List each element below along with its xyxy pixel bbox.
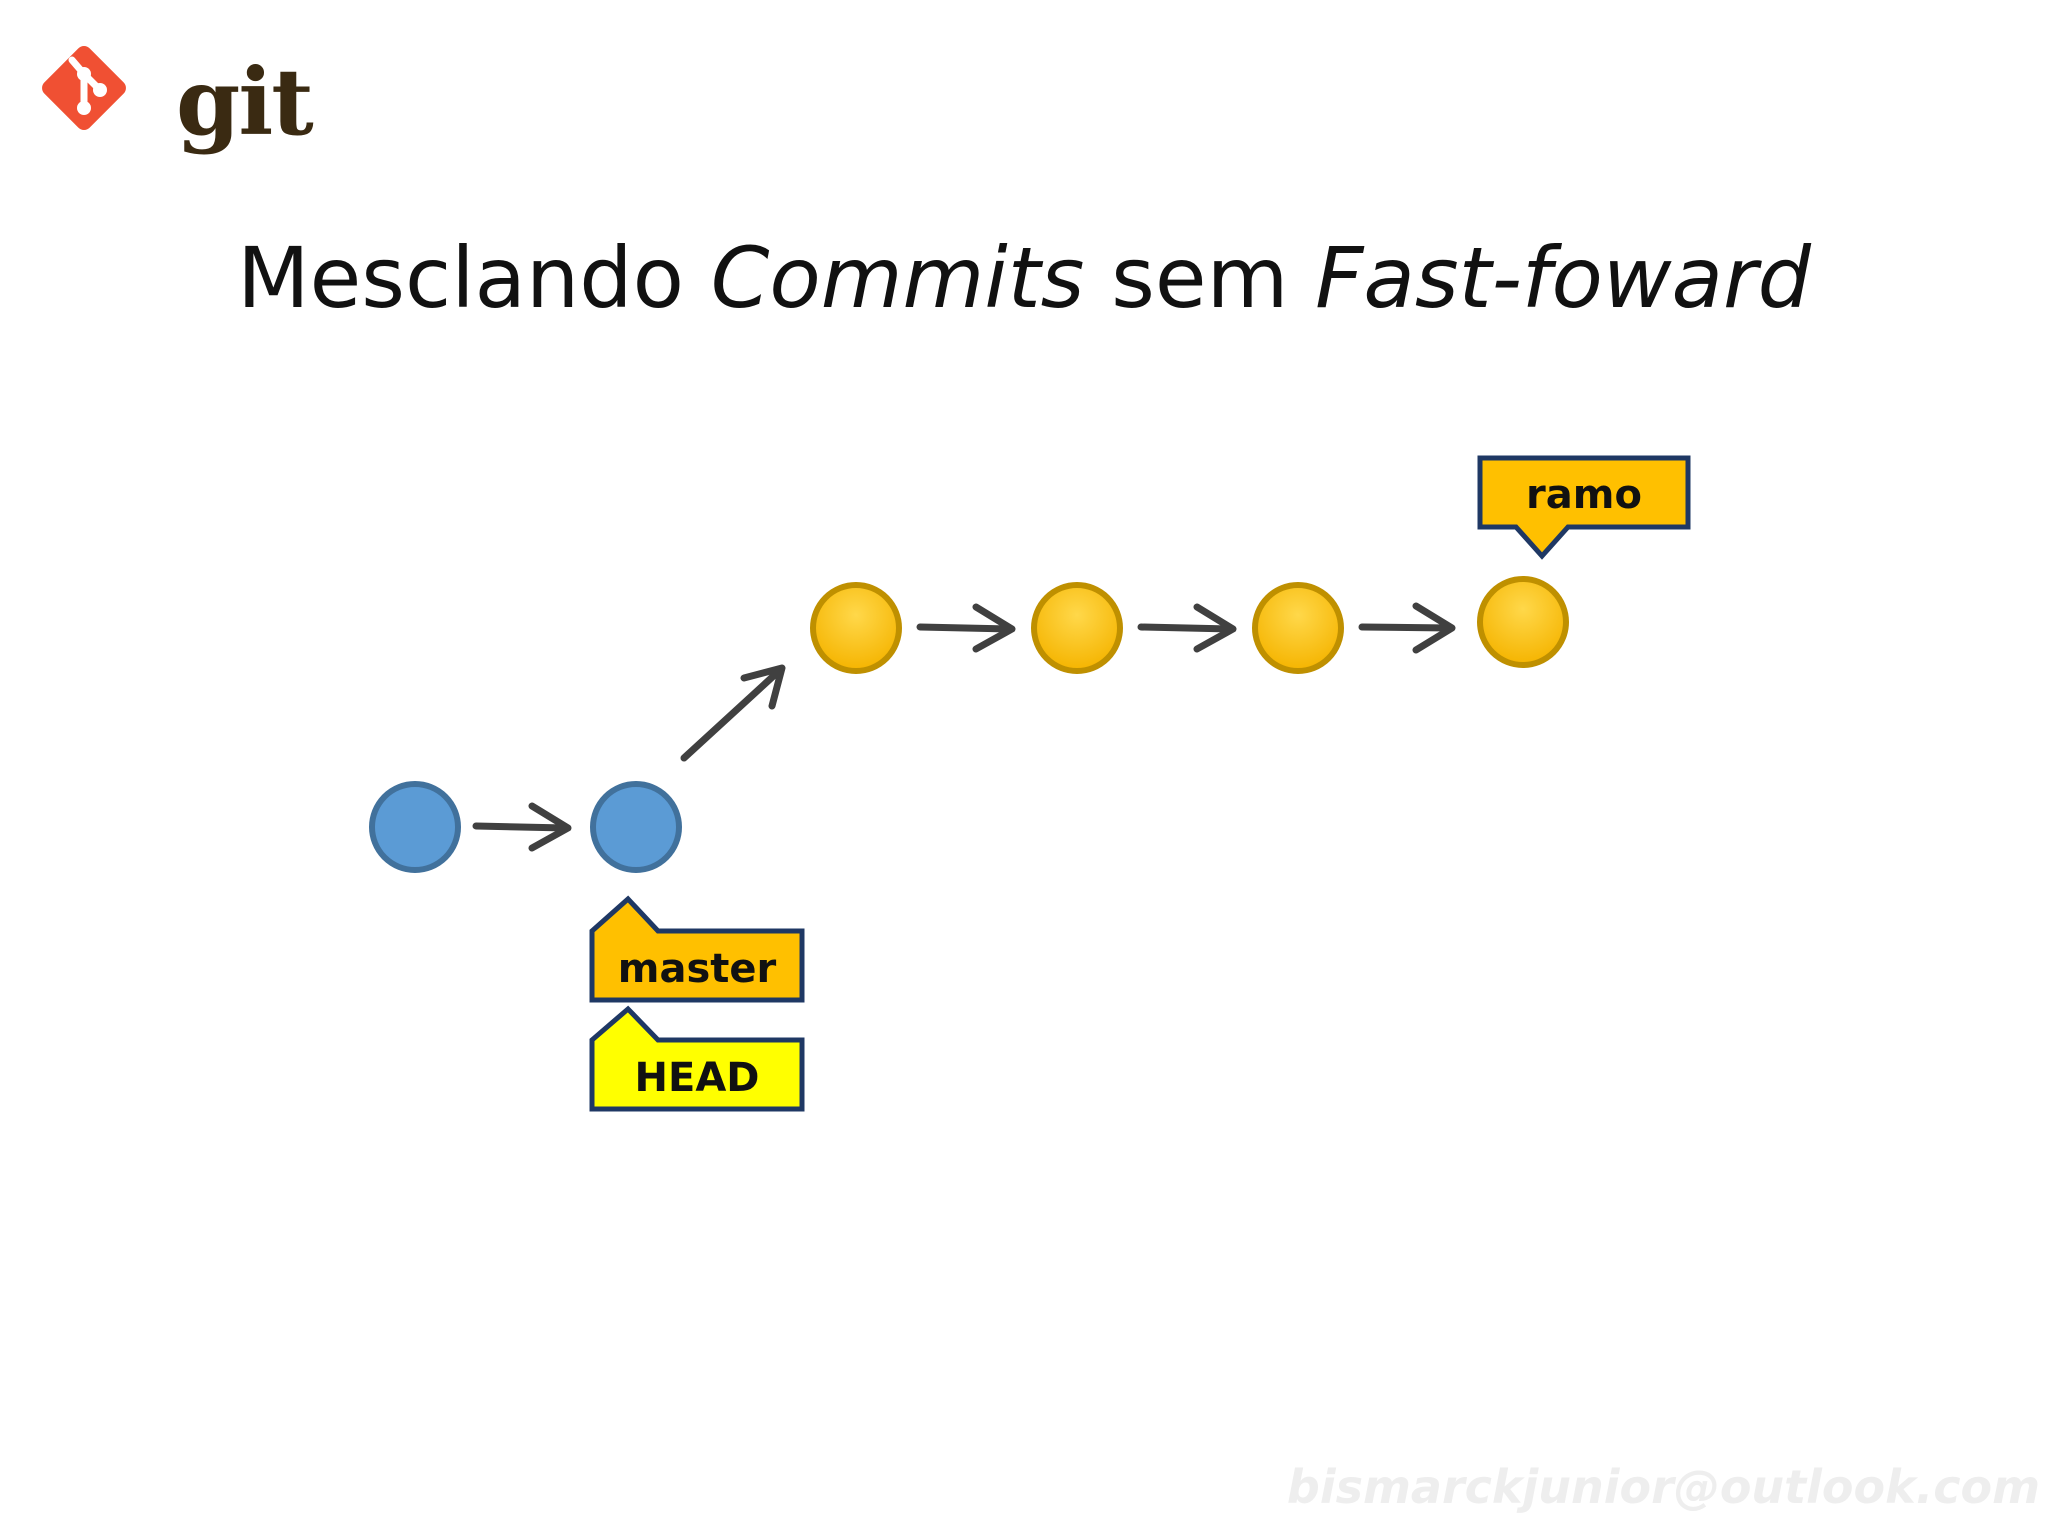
master-commit-2 — [590, 781, 682, 873]
watermark: bismarckjunior@outlook.com — [1286, 1460, 2040, 1514]
branch-commit-4 — [1477, 576, 1569, 668]
arrow-b1-b2 — [916, 603, 1016, 653]
branch-commit-1 — [810, 582, 902, 674]
git-logo: git — [34, 38, 314, 148]
branch-label-ramo: ramo — [1477, 455, 1691, 560]
head-label: HEAD — [589, 1005, 805, 1112]
title-middle: sem — [1084, 229, 1316, 328]
arrow-m2-b1 — [680, 664, 786, 762]
head-label-text: HEAD — [635, 1055, 760, 1101]
title-italic-fast-foward: Fast-foward — [1315, 229, 1811, 328]
slide-title: Mesclando Commits sem Fast-foward — [0, 232, 2048, 324]
commit-arrows — [472, 602, 1456, 852]
branch-commit-2 — [1031, 582, 1123, 674]
title-prefix: Mesclando — [237, 229, 711, 328]
arrow-m1-m2 — [472, 802, 572, 852]
branch-label-text: ramo — [1526, 472, 1642, 518]
master-label-text: master — [618, 946, 777, 992]
master-label: master — [589, 895, 805, 1003]
git-diamond-icon — [42, 46, 126, 130]
arrow-b2-b3 — [1137, 603, 1237, 653]
arrow-b3-b4 — [1358, 602, 1456, 654]
branch-commit-3 — [1252, 582, 1344, 674]
git-logo-text: git — [176, 48, 314, 156]
title-italic-commits: Commits — [710, 229, 1085, 328]
master-commit-1 — [369, 781, 461, 873]
